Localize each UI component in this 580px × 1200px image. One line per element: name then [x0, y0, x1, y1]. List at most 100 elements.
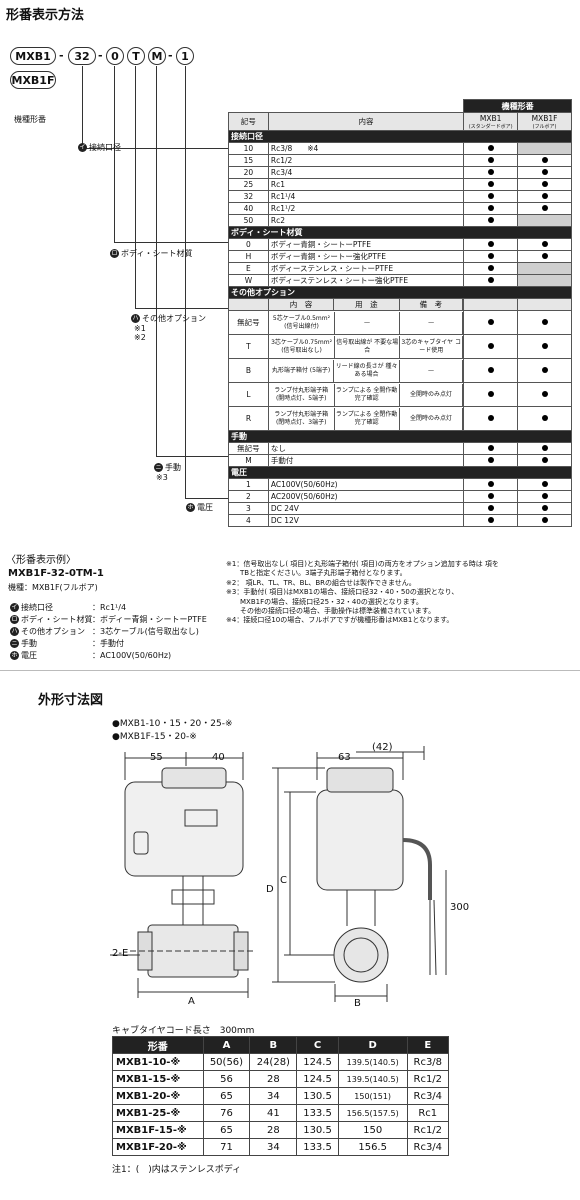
row-content: Rc1/2: [267, 154, 465, 167]
option-remark: 全閉時のみ点灯: [399, 407, 464, 430]
option-content: 3芯ケーブル0.75mm² (信号取出なし): [268, 335, 336, 358]
leader-line: [82, 148, 228, 149]
filled-circle-icon: [487, 193, 494, 199]
leader-line: [185, 66, 186, 498]
row-content: ボディーステンレス・シートー強化PTFE: [267, 274, 465, 287]
dim-value: Rc1/2: [406, 1070, 450, 1088]
row-code: H: [228, 250, 269, 263]
leader-line: [185, 498, 228, 499]
note-line: その他の接続口径の場合、手動操作は標準装備されています。: [226, 607, 436, 615]
dim-55: 55: [150, 752, 163, 763]
part-code-option: T: [127, 47, 145, 65]
filled-circle-icon: [541, 493, 548, 499]
filled-circle-icon: [487, 445, 494, 451]
dim-value: 156.5: [337, 1138, 408, 1156]
availability-dot: [463, 142, 519, 155]
example-value: ：AC100V(50/60Hz): [92, 651, 172, 660]
filled-circle-icon: [541, 253, 548, 259]
header-cell: [517, 298, 572, 311]
filled-circle-icon: [487, 319, 494, 325]
example-key-label: ボディ・シート材質: [21, 615, 93, 624]
dim-header-cell: E: [406, 1036, 450, 1054]
filled-circle-icon: [487, 343, 494, 349]
row-code: 無記号: [228, 310, 269, 335]
option-col-content: 内 容: [268, 299, 335, 310]
row-code: 3: [228, 502, 269, 515]
row-code: 25: [228, 178, 269, 191]
option-col-remark: 備 考: [399, 299, 464, 310]
model-header: 機種形番: [463, 99, 572, 113]
dim-value: Rc3/4: [406, 1087, 450, 1105]
availability-dot: [463, 358, 519, 383]
note-line: ※1：信号取出なし( 項目)と丸形端子箱付( 項目)の両方をオプション追加する時…: [226, 560, 499, 568]
dim-63: 63: [338, 752, 351, 763]
row-content: Rc2: [267, 214, 465, 227]
circle-1-icon: イ: [78, 143, 87, 152]
availability-dot: [517, 310, 572, 335]
availability-dot: [463, 154, 519, 167]
circle-3-icon: ハ: [131, 314, 140, 323]
dim-42: (42): [372, 742, 393, 753]
leader-line: [156, 456, 228, 457]
dim-value: 156.5(157.5): [337, 1104, 408, 1122]
section-title: 接続口径: [228, 130, 572, 143]
row-content: AC200V(50/60Hz): [267, 490, 465, 503]
row-content: ランプ付丸形端子箱 (開時点灯、5端子)ランプによる 全開作動完了確認全開時のみ…: [267, 382, 465, 407]
row-content: 手動付: [267, 454, 465, 467]
row-code: 10: [228, 142, 269, 155]
filled-circle-icon: [487, 145, 494, 151]
availability-cell: [517, 214, 572, 227]
filled-circle-icon: [487, 157, 494, 163]
example-key: ホ電圧: [10, 650, 37, 661]
part-code-port: 32: [68, 47, 96, 65]
circle-4-icon: ニ: [154, 463, 163, 472]
availability-dot: [517, 334, 572, 359]
filled-circle-icon: [487, 493, 494, 499]
row-code: 40: [228, 202, 269, 215]
availability-dot: [517, 358, 572, 383]
dim-value: Rc1/2: [406, 1121, 450, 1139]
availability-dot: [463, 190, 519, 203]
circle-5-icon: ホ: [186, 503, 195, 512]
dim-footnote: 注1：( )内はステンレスボディ: [112, 1165, 242, 1175]
note-line: ※2： 項LR、TL、TR、BL、BRの組合せは製作できません。: [226, 578, 416, 587]
filled-circle-icon: [487, 181, 494, 187]
leader-line: [82, 66, 83, 148]
part-dash: -: [59, 49, 64, 62]
spec-table: 機種形番 記号 内容 MXB1(スタンダードボア) MXB1F(フルボア) 接続…: [228, 99, 572, 527]
dim-2e: 2-E: [112, 948, 129, 959]
row-code: R: [228, 406, 269, 431]
filled-circle-icon: [541, 505, 548, 511]
section-title: その他オプション: [228, 286, 572, 299]
filled-circle-icon: [487, 253, 494, 259]
availability-dot: [463, 310, 519, 335]
availability-dot: [517, 454, 572, 467]
header-cell: 内 容用 途備 考: [267, 298, 465, 311]
filled-circle-icon: [541, 319, 548, 325]
dim-value: 124.5: [296, 1053, 339, 1071]
availability-dot: [463, 238, 519, 251]
row-code: 0: [228, 238, 269, 251]
dim-value: Rc3/8: [406, 1053, 450, 1071]
option-content: ランプ付丸形端子箱 (閉時点灯、3端子): [268, 407, 335, 430]
option-content: 5芯ケーブル0.5mm² (信号出線付): [268, 311, 336, 334]
note-line: ※4：接続口径10の場合、フルボアですが機種形番はMXB1となります。: [226, 616, 454, 625]
dim-value: 28: [249, 1070, 298, 1088]
availability-dot: [463, 214, 519, 227]
row-content: ランプ付丸形端子箱 (閉時点灯、3端子)ランプによる 全閉作動完了確認全閉時のみ…: [267, 406, 465, 431]
availability-dot: [517, 202, 572, 215]
availability-dot: [517, 178, 572, 191]
dim-model: MXB1-25-※: [112, 1104, 204, 1122]
dim-value: Rc1: [406, 1104, 450, 1122]
section-row: その他オプション: [228, 286, 572, 299]
filled-circle-icon: [487, 481, 494, 487]
filled-circle-icon: [541, 169, 548, 175]
